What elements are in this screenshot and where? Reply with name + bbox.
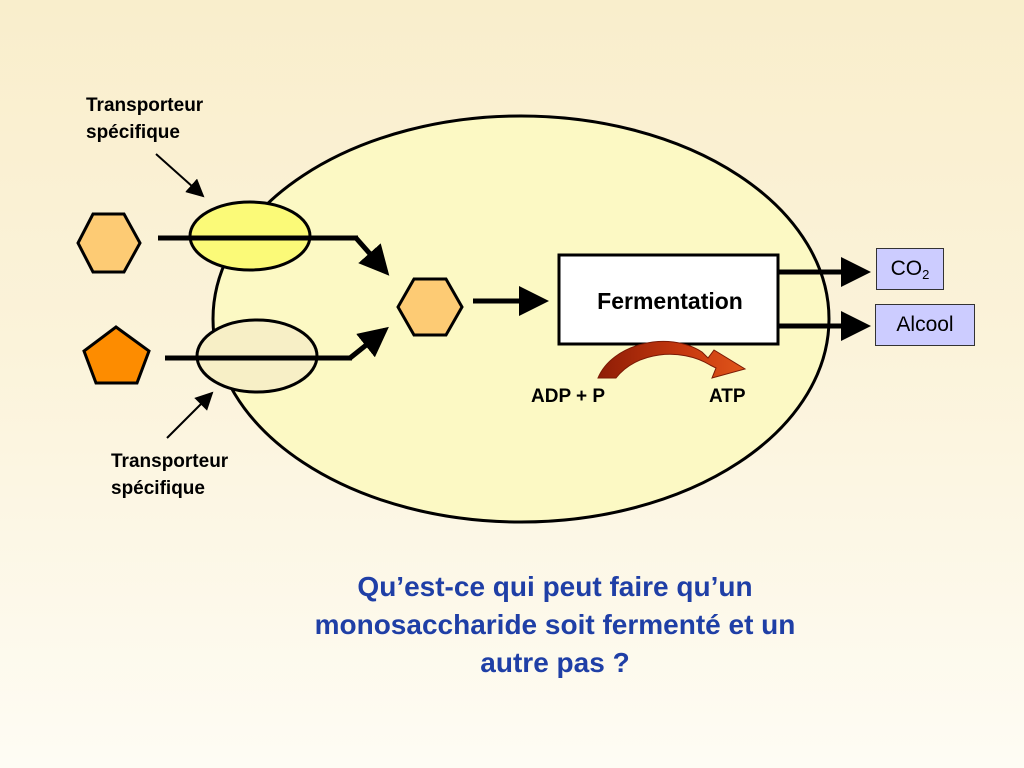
alcool-text: Alcool (896, 313, 954, 336)
hexagon-inside (396, 277, 464, 337)
question-text: Qu’est-ce qui peut faire qu’un monosacch… (314, 571, 796, 678)
label-atp: ATP (709, 386, 746, 407)
cell (211, 114, 831, 524)
co2-text: CO2 (890, 257, 930, 282)
uptake-arrow-bottom (348, 326, 389, 360)
transporter-top (158, 200, 358, 272)
label-adp: ADP + P (531, 386, 606, 407)
hexagon-outside (76, 212, 142, 274)
label-transporter-bottom: Transporteur spécifique (111, 451, 229, 499)
product-alcool: Alcool (875, 304, 975, 346)
pointer-transporter-top (155, 153, 205, 198)
pointer-transporter-bottom (166, 391, 214, 439)
fermentation-label: Fermentation (597, 287, 743, 314)
product-co2: CO2 (876, 248, 944, 290)
atp-curved-arrow (597, 340, 747, 379)
label-transporter-top: Transporteur spécifique (86, 95, 204, 143)
transporter-bottom (165, 318, 352, 394)
pentagon-outside (82, 325, 151, 385)
uptake-arrow-top (354, 236, 390, 276)
